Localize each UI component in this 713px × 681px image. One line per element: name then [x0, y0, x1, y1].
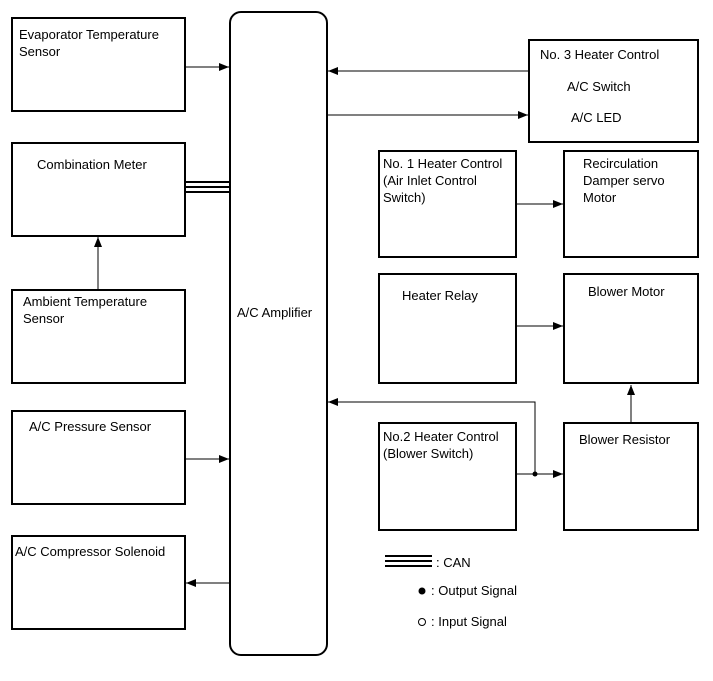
combination-meter-label: Combination Meter — [37, 157, 147, 172]
blower-motor-box: Blower Motor — [563, 273, 699, 384]
ac-pressure-sensor-box: A/C Pressure Sensor — [11, 410, 186, 505]
blower-resistor-label: Blower Resistor — [579, 432, 671, 447]
ac-amplifier-label: A/C Amplifier — [237, 305, 313, 320]
blower-resistor-box: Blower Resistor — [563, 422, 699, 531]
recirculation-damper-servo-motor-label: Recirculation Damper servo Motor — [583, 156, 665, 205]
no1-heater-control-label: No. 1 Heater Control (Air Inlet Control … — [383, 156, 503, 205]
combination-meter-box: Combination Meter — [11, 142, 186, 237]
ambient-temperature-sensor-box: Ambient Temperature Sensor — [11, 289, 186, 384]
ac-pressure-sensor-label: A/C Pressure Sensor — [29, 419, 152, 434]
no2-heater-control-label: No.2 Heater Control (Blower Switch) — [383, 429, 499, 461]
heater-relay-label: Heater Relay — [402, 288, 478, 303]
legend-can-label: : CAN — [436, 555, 471, 570]
heater2-to-amplifier-arrow — [328, 398, 536, 474]
legend-input-signal-label: : Input Signal — [431, 614, 507, 629]
ac-compressor-solenoid-box: A/C Compressor Solenoid — [11, 535, 186, 630]
legend-output-signal-label: : Output Signal — [431, 583, 517, 598]
heater-relay-box: Heater Relay — [378, 273, 517, 384]
ac-compressor-solenoid-label: A/C Compressor Solenoid — [15, 544, 166, 559]
recirculation-damper-servo-motor-box: Recirculation Damper servo Motor — [563, 150, 699, 258]
legend-input-circle-icon — [418, 618, 426, 626]
no2-heater-control-box: No.2 Heater Control (Blower Switch) — [378, 422, 517, 531]
ambient-temperature-sensor-label: Ambient Temperature Sensor — [23, 294, 148, 326]
ac-switch-label: A/C Switch — [567, 79, 631, 94]
legend-can-symbol — [385, 555, 432, 567]
evaporator-temperature-sensor-label: Evaporator Temperature Sensor — [19, 27, 159, 59]
no3-heater-control-title: No. 3 Heater Control — [540, 47, 660, 62]
can-bus-line — [184, 181, 231, 193]
legend-output-dot-icon — [418, 587, 426, 595]
evaporator-temperature-sensor-box: Evaporator Temperature Sensor — [11, 17, 186, 112]
no3-heater-control-box: No. 3 Heater Control A/C Switch A/C LED — [528, 39, 699, 143]
no1-heater-control-box: No. 1 Heater Control (Air Inlet Control … — [378, 150, 517, 258]
blower-motor-label: Blower Motor — [588, 284, 665, 299]
ac-led-label: A/C LED — [571, 110, 622, 125]
ac-amplifier-box: A/C Amplifier — [229, 11, 328, 656]
